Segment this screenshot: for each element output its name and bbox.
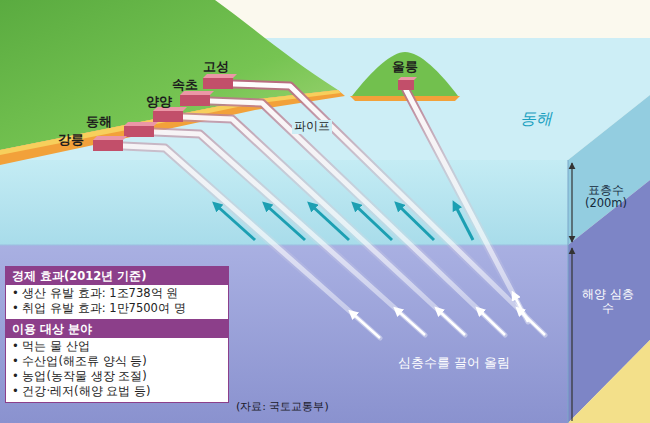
box-item: • 취업 유발 효과: 1만7500여 명	[6, 301, 228, 316]
sea-name: 동해	[520, 110, 552, 128]
upflow-arrow	[355, 205, 392, 240]
box-edge	[568, 160, 569, 423]
box-item: • 생산 유발 효과: 1조738억 원	[6, 286, 228, 301]
plant-roof	[93, 136, 127, 140]
intake-arrow	[397, 310, 425, 335]
box-item: • 농업(농작물 생장 조절)	[6, 369, 228, 384]
box-heading: 경제 효과(2012년 기준)	[6, 267, 228, 285]
pipe-outline	[406, 90, 528, 322]
pipe-label: 파이프	[292, 120, 332, 134]
plant-building	[203, 78, 233, 89]
intake-arrow	[514, 295, 528, 322]
plant-building	[180, 95, 210, 106]
info-box: 경제 효과(2012년 기준)• 생산 유발 효과: 1조738억 원• 취업 …	[5, 266, 229, 320]
box-item: • 먹는 물 산업	[6, 339, 228, 354]
place-name: 속초	[172, 78, 198, 93]
box-item: • 수산업(해조류 양식 등)	[6, 354, 228, 369]
place-name: 양양	[146, 95, 172, 110]
upflow-arrow	[311, 205, 349, 240]
flow-note: 심층수를 끌어 올림	[398, 356, 510, 370]
place-name: 동해	[86, 115, 112, 130]
upflow-arrow	[455, 205, 473, 240]
deep-water-side	[568, 180, 650, 423]
upflow-arrow	[266, 205, 305, 240]
intake-arrows	[352, 295, 545, 338]
plant-roof	[398, 77, 417, 80]
intake-arrow	[438, 310, 465, 335]
depth-bracket	[571, 248, 572, 421]
plant-building	[124, 126, 154, 137]
island-name: 울릉	[392, 60, 418, 75]
plants	[93, 74, 417, 151]
place-name: 고성	[203, 60, 229, 75]
plant-building	[93, 140, 123, 151]
plant-building	[398, 80, 414, 90]
layer-label: 해양 심층수	[582, 288, 634, 316]
layer-label: 표층수 (200m)	[578, 184, 634, 210]
plant-roof	[203, 74, 237, 78]
upflow-arrow	[398, 205, 434, 240]
box-heading: 이용 대상 분야	[6, 320, 228, 338]
intake-arrow	[352, 313, 380, 338]
upflow-arrow	[216, 205, 255, 240]
intake-arrow	[479, 310, 505, 335]
source-note: (자료: 국토교통부)	[236, 401, 329, 414]
info-box: 이용 대상 분야• 먹는 물 산업• 수산업(해조류 양식 등)• 농업(농작물…	[5, 319, 229, 403]
plant-roof	[124, 122, 158, 126]
place-name: 강릉	[58, 133, 84, 148]
box-item: • 건강·레저(해양 요법 등)	[6, 384, 228, 399]
island	[352, 52, 458, 96]
plant-building	[153, 111, 183, 122]
pipe	[210, 101, 505, 335]
pipe	[406, 90, 528, 322]
upflow-arrows	[216, 205, 473, 240]
depth-bracket	[571, 163, 572, 242]
sea-floor-sand	[568, 340, 650, 423]
beach	[0, 90, 341, 155]
